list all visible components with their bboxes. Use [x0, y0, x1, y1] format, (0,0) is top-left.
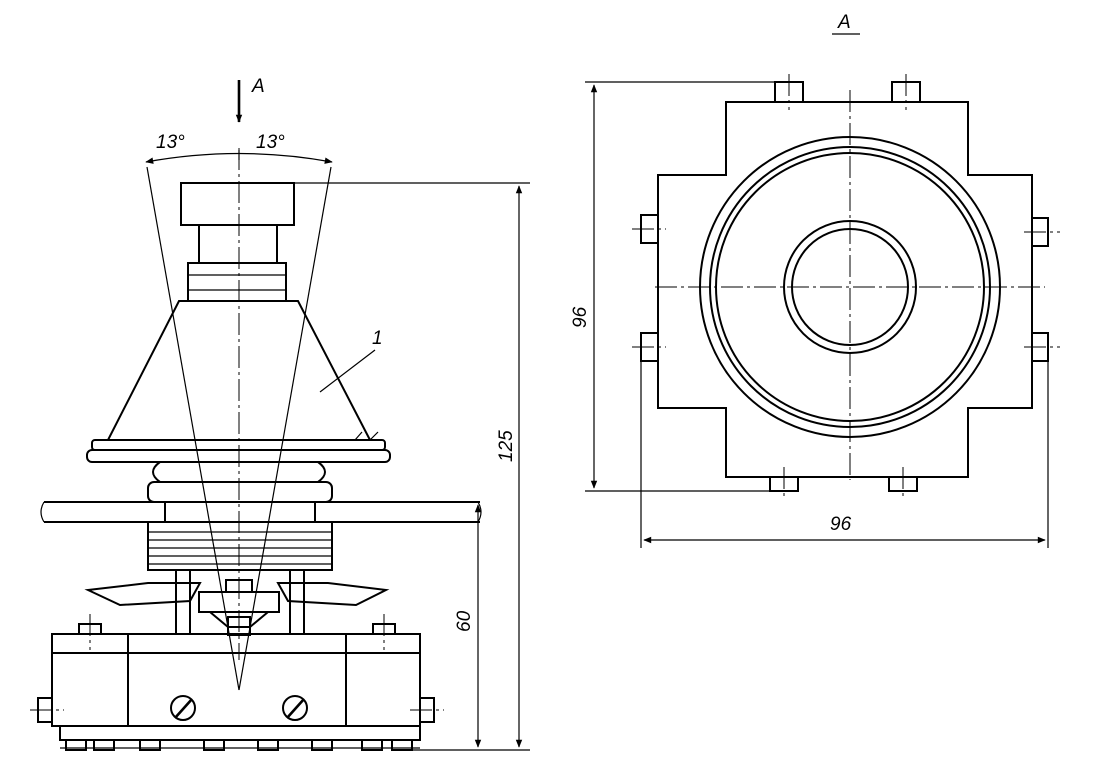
dimension-total-height	[294, 182, 530, 751]
view-a-title: A	[837, 12, 851, 33]
callout-number: 1	[372, 328, 383, 349]
switch-block	[30, 614, 444, 751]
dimension-view-width	[640, 361, 1049, 548]
front-view: 13° 13° A 1 125 60	[30, 76, 530, 751]
handle-knob	[180, 182, 295, 302]
boot-collar	[147, 461, 333, 523]
dim-total-height-label: 125	[496, 430, 517, 462]
switch-body-outline	[657, 101, 1033, 478]
tilt-envelope	[145, 150, 333, 691]
dimension-view-height	[585, 81, 775, 492]
top-view-a: A 96	[570, 12, 1060, 548]
dim-view-height-label: 96	[570, 306, 591, 328]
ribbed-body	[147, 521, 333, 571]
dim-mount-height-label: 60	[454, 610, 475, 632]
dim-view-width-label: 96	[830, 514, 852, 535]
view-arrow-label: A	[251, 76, 265, 97]
tilt-angle-left-label: 13°	[156, 132, 185, 153]
tilt-angle-right-label: 13°	[256, 132, 285, 153]
callout-leader	[319, 349, 376, 393]
mounting-panel	[40, 501, 482, 523]
spring-plate	[84, 569, 390, 636]
knob-outer-ring	[783, 220, 917, 354]
